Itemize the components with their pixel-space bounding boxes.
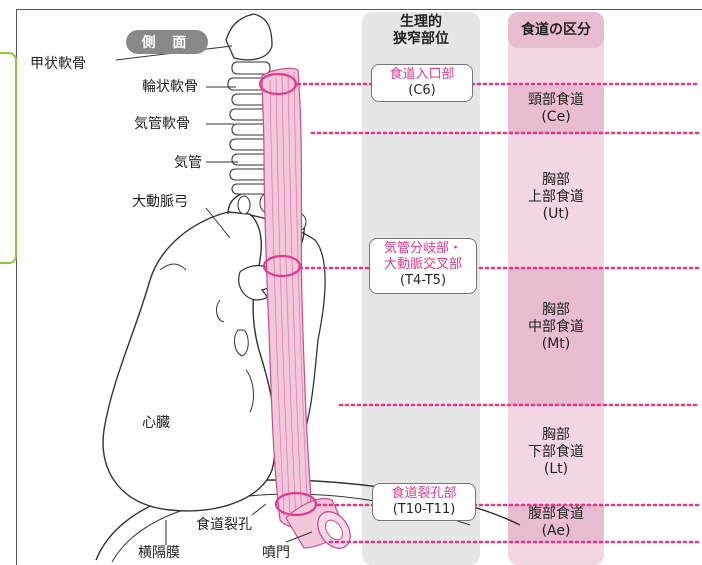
narrowing-box-t4-t5: 気管分岐部・ 大動脈交叉部 (T4-T5) [369,238,477,294]
narrowing-ring-t4 [262,254,302,278]
label-cardia: 噴門 [262,545,290,561]
narrowing-column-header: 生理的 狭窄部位 [393,14,449,47]
narrowing-ring-t10 [274,491,318,517]
division-column-header: 食道の区分 [521,22,591,38]
narrowing-box-c6: 食道入口部 (C6) [371,64,473,102]
narrowing-name: 食道入口部 [389,67,455,82]
trachea-rings [227,61,271,195]
division-name: 胸部 上部食道 [528,172,584,205]
vessel-1 [237,195,251,215]
division-mt: 胸部 中部食道 (Mt) [508,302,604,353]
label-thyroid-cartilage: 甲状軟骨 [30,56,86,72]
heart-detail-4 [245,369,254,413]
label-cricoid-cartilage: 輪状軟骨 [142,79,198,95]
division-name: 胸部 中部食道 [528,302,584,335]
division-name: 腹部食道 [528,506,584,522]
label-tracheal-cartilage: 気管軟骨 [134,116,190,132]
division-name: 胸部 下部食道 [528,427,584,460]
heart-outline [102,211,277,512]
division-ce: 頸部食道 (Ce) [508,92,604,126]
division-ae: 腹部食道 (Ae) [508,506,604,540]
heart-detail-2 [216,299,225,323]
division-name: 頸部食道 [528,92,584,108]
division-header-bg [508,12,604,48]
narrowing-name: 食道裂孔部 [391,486,457,501]
division-abbr: (Lt) [543,461,569,477]
narrowing-level: (T10-T11) [392,502,456,517]
side-callout-box [0,52,17,264]
division-ut: 胸部 上部食道 (Ut) [508,172,604,223]
narrowing-ring-c6 [258,72,298,96]
division-segment-mt-bg [508,268,604,405]
frame-top-line [16,9,702,10]
division-lt: 胸部 下部食道 (Lt) [508,427,604,478]
division-segment-ae-bg [508,505,604,542]
view-label: 側 面 [141,35,193,51]
division-abbr: (Ce) [541,109,571,125]
narrowing-box-t10-t11: 食道裂孔部 (T10-T11) [372,483,476,521]
heart-detail-1 [234,329,249,357]
cardia-tube [285,498,351,549]
label-aortic-arch: 大動脈弓 [132,194,188,210]
esophagus-muscle-lines [269,71,309,521]
label-heart: 心臓 [142,415,170,431]
label-esophageal-hiatus: 食道裂孔 [196,517,252,533]
heart-detail-3 [159,263,187,271]
narrowing-level: (T4-T5) [399,273,447,288]
label-trachea: 気管 [174,155,202,171]
division-abbr: (Mt) [541,336,571,352]
level-lines [296,82,702,544]
narrowing-name: 気管分岐部・ 大動脈交叉部 [383,241,462,272]
label-diaphragm: 横隔膜 [138,545,180,561]
view-label-pill: 側 面 [126,30,208,54]
division-segment-ce-bg [508,86,604,133]
thyroid-cartilage [225,13,273,61]
division-abbr: (Ae) [541,523,571,539]
narrowing-level: (C6) [408,83,436,98]
division-abbr: (Ut) [542,206,570,222]
frame-left-line [16,9,17,565]
